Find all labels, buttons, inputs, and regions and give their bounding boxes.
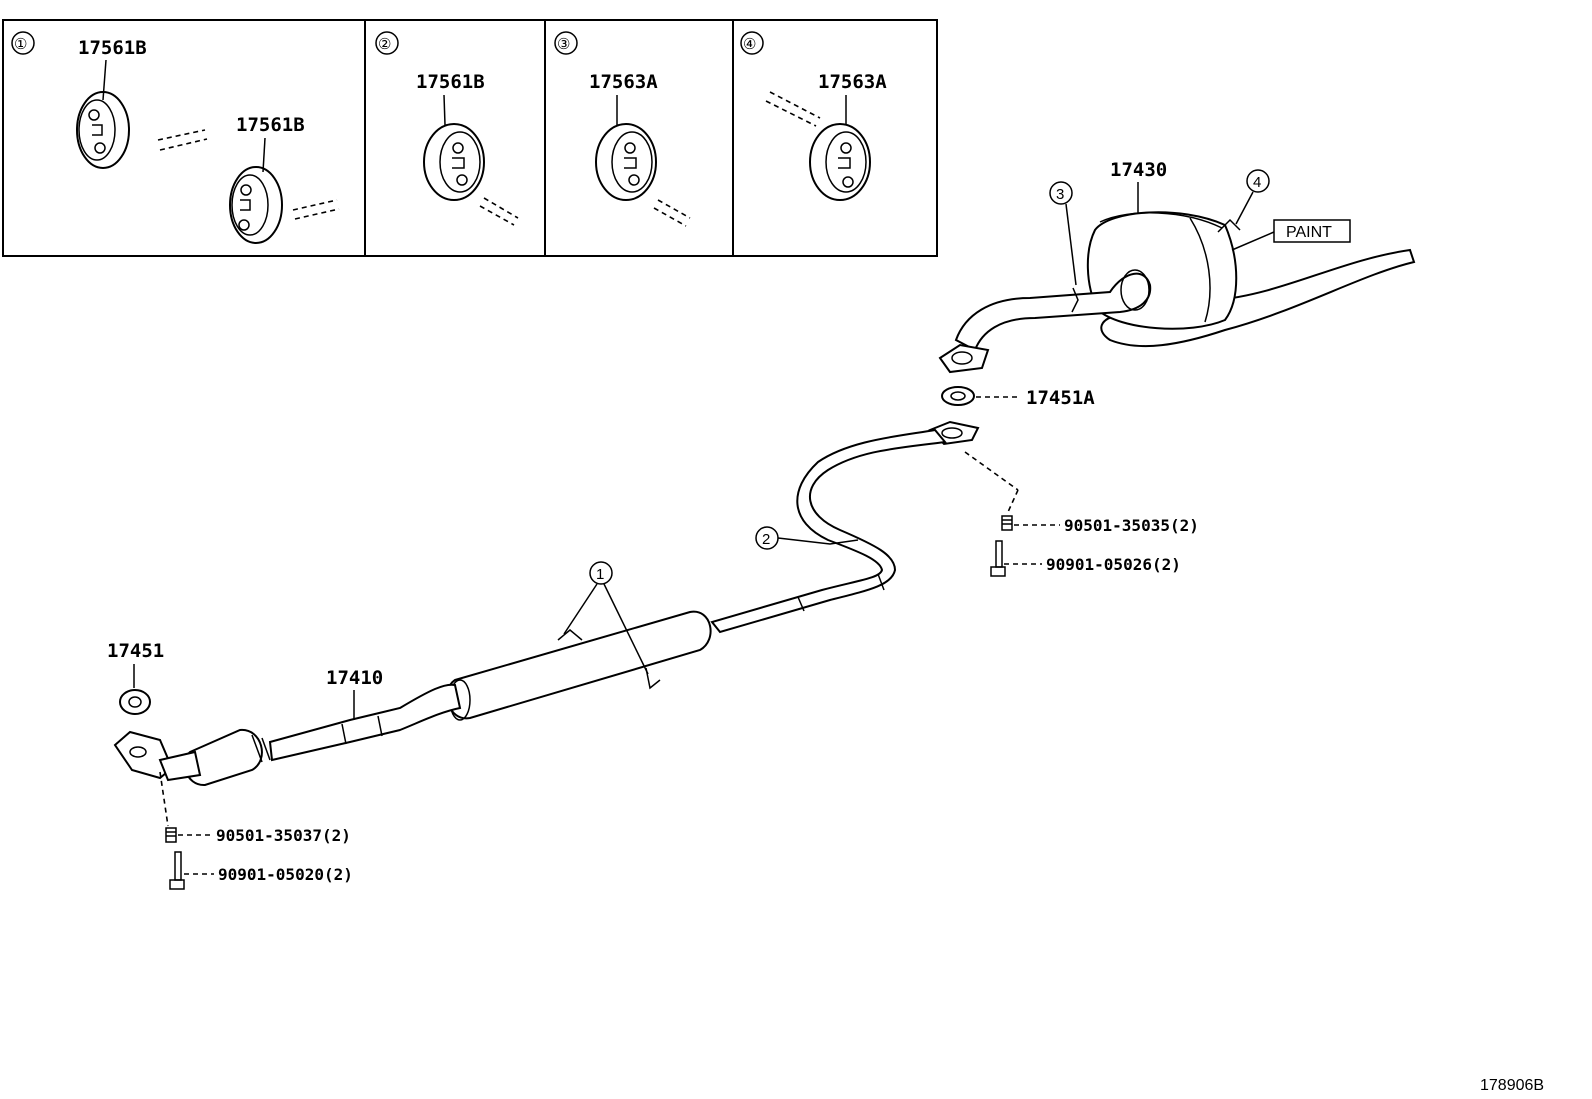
inset-callout-circle <box>554 31 578 55</box>
inset-callout-number: ④ <box>743 36 756 53</box>
part-number-label: 17563A <box>818 71 887 93</box>
part-number-label: 17561B <box>416 71 485 93</box>
part-number-label: 17430 <box>1110 159 1167 181</box>
rubber-hanger-icon <box>229 166 283 244</box>
rubber-hanger-icon <box>809 123 871 201</box>
callout-3-circle <box>1049 181 1073 205</box>
rubber-hanger-icon <box>76 91 130 169</box>
inset-panels <box>2 19 938 257</box>
part-number-label: 17410 <box>326 667 383 689</box>
inset-2: ② 17561B <box>375 31 519 226</box>
center-pipe-assembly <box>113 420 980 787</box>
callout-1-circle <box>589 561 613 585</box>
callout-2-number: 2 <box>762 531 770 548</box>
inset-callout-circle <box>740 31 764 55</box>
rubber-hanger-icon <box>423 123 485 201</box>
inset-frame <box>2 19 938 257</box>
inset-callout-number: ① <box>14 36 27 53</box>
paint-label: PAINT <box>1286 224 1332 241</box>
gasket-upper <box>941 386 975 406</box>
inset-4: ④ 17563A <box>740 31 887 201</box>
inset-3: ③ 17563A <box>554 31 691 227</box>
part-number-label: 17563A <box>589 71 658 93</box>
part-number-label: 90501-35037(2) <box>216 826 351 845</box>
part-number-label: 17451A <box>1026 387 1095 409</box>
diagram-code: 178906B <box>1480 1077 1544 1094</box>
part-number-label: 90901-05020(2) <box>218 865 353 884</box>
part-number-label: 17451 <box>107 640 164 662</box>
tail-muffler-assembly <box>938 211 1416 374</box>
part-number-label: 90901-05026(2) <box>1046 555 1181 574</box>
bolt-icon <box>169 851 185 890</box>
callout-4-number: 4 <box>1253 174 1261 191</box>
part-number-label: 17561B <box>78 37 147 59</box>
rubber-hanger-icon <box>595 123 657 201</box>
inset-callout-circle <box>11 31 35 55</box>
inset-callout-number: ③ <box>557 36 570 53</box>
callout-4-circle <box>1246 169 1270 193</box>
inset-callout-number: ② <box>378 36 391 53</box>
bolt-icon <box>990 540 1006 577</box>
inset-1: ① 17561B 17561B <box>11 31 340 244</box>
part-number-label: 90501-35035(2) <box>1064 516 1199 535</box>
gasket-lower <box>119 689 151 715</box>
spring-icon <box>165 827 177 843</box>
callout-3-number: 3 <box>1056 186 1064 203</box>
inset-callout-circle <box>375 31 399 55</box>
spring-icon <box>1001 515 1013 531</box>
part-number-label: 17561B <box>236 114 305 136</box>
paint-label-box <box>1273 219 1351 243</box>
callout-1-number: 1 <box>596 566 604 583</box>
